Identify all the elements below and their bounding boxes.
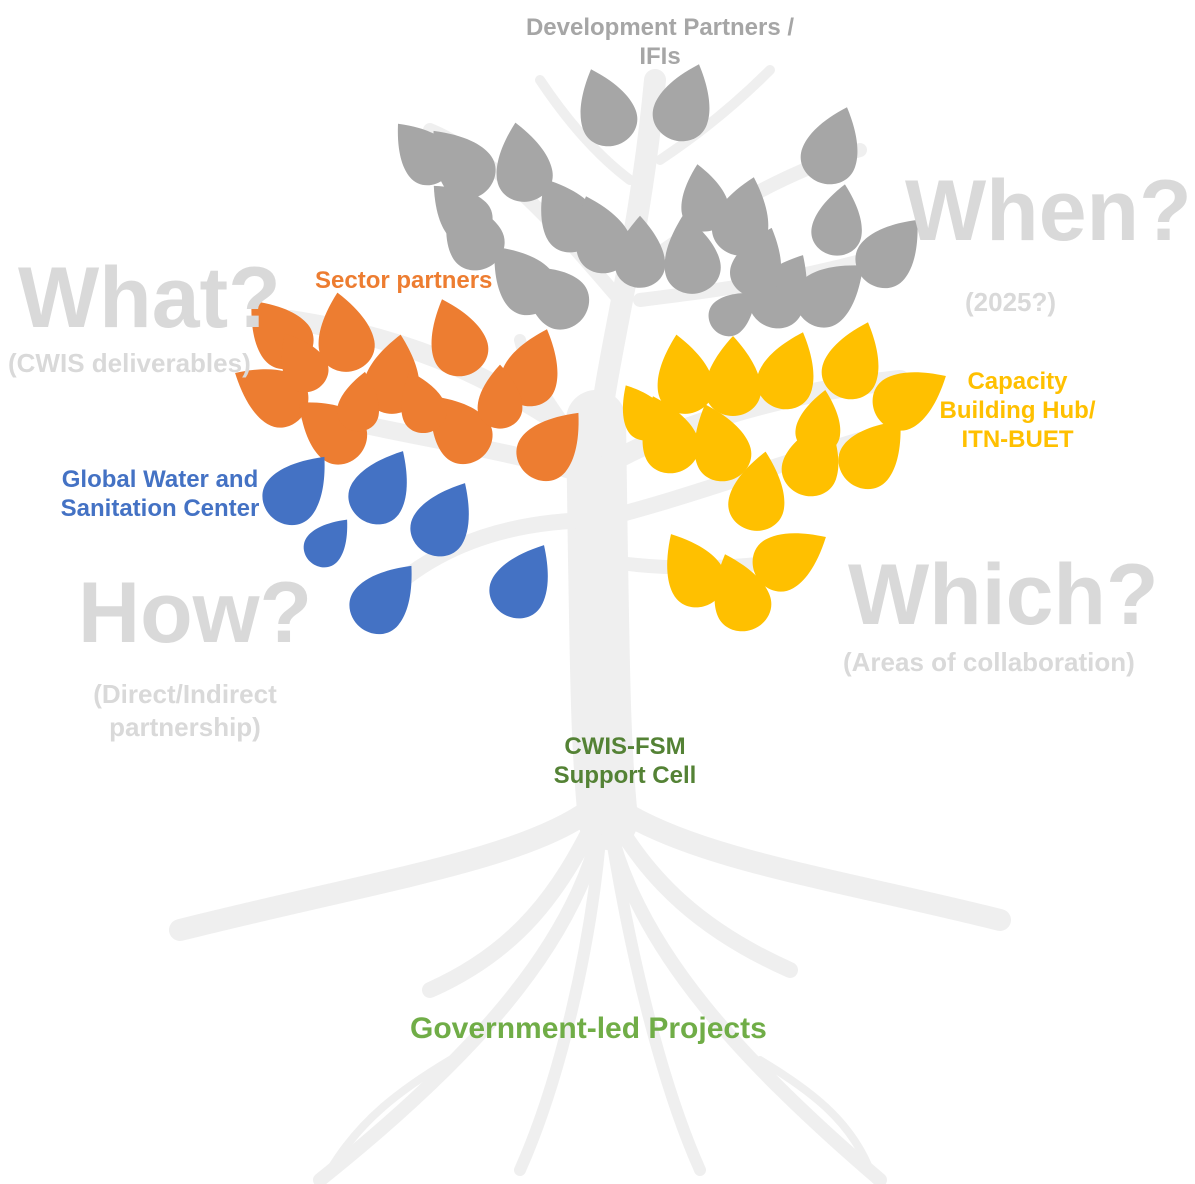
root-right-far: [609, 799, 1011, 931]
development-partners-leaf: [664, 214, 721, 294]
capacity-building-leaf: [714, 554, 772, 632]
question-when-title: When?: [905, 163, 1192, 259]
branch-top-right: [655, 65, 775, 165]
development-partners-leaf: [811, 184, 862, 256]
development-partners-leaves: [397, 64, 918, 337]
capacity-building-label-line-2: Building Hub/: [939, 396, 1096, 424]
tree-roots: [169, 799, 1011, 1184]
capacity-building-leaf: [752, 533, 826, 592]
capacity-building-leaf: [795, 390, 841, 454]
sector-partners-leaf: [318, 292, 375, 372]
question-how-subtitle: (Direct/Indirect partnership): [70, 678, 300, 743]
capacity-building-leaves: [622, 322, 946, 632]
root-left-mid: [422, 812, 603, 998]
root-center-right: [606, 834, 706, 1176]
capacity-building-leaf: [872, 372, 946, 431]
development-partners-leaf: [496, 122, 553, 202]
development-partners-label: Development Partners / IFIs: [500, 14, 820, 72]
global-water-label-line-1: Global Water and: [61, 466, 259, 493]
development-partners-leaf: [580, 69, 638, 147]
global-water-leaf: [303, 519, 348, 568]
development-partners-label-line-1: Development Partners /: [525, 14, 795, 41]
question-which-subtitle: (Areas of collaboration): [843, 647, 1135, 677]
government-label: Government-led Projects: [410, 1012, 767, 1045]
capacity-building-leaf: [622, 385, 667, 441]
question-what-subtitle: (CWIS deliverables): [8, 348, 251, 378]
development-partners-leaf: [855, 219, 918, 289]
root-left-far: [169, 799, 601, 941]
development-partners-leaf: [397, 123, 454, 186]
capacity-building-leaf: [657, 334, 714, 414]
root-center-left: [514, 834, 606, 1176]
sector-partners-leaf: [516, 412, 579, 482]
global-water-leaf: [410, 483, 469, 557]
capacity-building-leaf: [821, 322, 879, 400]
capacity-building-leaf: [667, 534, 726, 608]
sector-partners-leaf: [336, 371, 379, 432]
sector-partners-leaf: [477, 364, 523, 429]
question-which-title: Which?: [848, 547, 1159, 643]
global-water-leaf: [348, 451, 407, 525]
capacity-building-label-line-3: ITN-BUET: [961, 425, 1074, 453]
question-how-subtitle-line-1: (Direct/Indirect: [93, 679, 277, 709]
leaves: [235, 64, 946, 635]
development-partners-leaf: [652, 64, 710, 142]
trunk: [566, 390, 638, 850]
capacity-building-leaf: [694, 404, 752, 482]
question-when-subtitle: (2025?): [965, 287, 1057, 317]
development-partners-leaf: [520, 267, 590, 330]
capacity-building-leaf: [705, 336, 761, 416]
capacity-building-leaf: [756, 332, 814, 410]
question-what-title: What?: [18, 250, 281, 346]
development-partners-leaf: [711, 177, 769, 256]
branch-top-left: [535, 75, 635, 185]
root-left-low: [313, 823, 607, 1184]
question-how-subtitle-line-2: partnership): [109, 711, 261, 742]
global-water-leaf: [489, 545, 548, 619]
development-partners-leaf: [748, 255, 807, 329]
development-partners-leaf: [614, 215, 666, 288]
root-fan-left: [326, 1056, 454, 1174]
sector-partners-leaves: [235, 292, 579, 482]
root-right-mid: [607, 812, 798, 978]
development-partners-leaf: [433, 185, 493, 245]
sector-partners-leaf: [401, 371, 447, 434]
root-fan-right: [756, 1056, 874, 1174]
development-partners-leaf: [794, 265, 864, 328]
capacity-building-label-line-1: Capacity: [967, 368, 1068, 395]
capacity-building-leaf: [838, 420, 901, 490]
support-cell-label-line-2: Support Cell: [553, 761, 697, 789]
root-right-low: [603, 823, 887, 1184]
global-water-leaf: [262, 456, 325, 526]
global-water-leaves: [262, 451, 548, 635]
global-water-label-line-2: Sanitation Center: [60, 494, 260, 522]
sector-partners-label: Sector partners: [315, 267, 493, 294]
support-cell-label-line-1: CWIS-FSM: [564, 733, 686, 760]
sector-partners-leaf: [431, 299, 489, 377]
capacity-building-leaf: [728, 451, 785, 531]
development-partners-leaf: [730, 227, 782, 298]
support-cell-label: CWIS-FSM Support Cell: [530, 733, 720, 791]
capacity-building-label: Capacity Building Hub/ ITN-BUET: [930, 368, 1105, 454]
global-water-leaf: [349, 565, 412, 635]
development-partners-leaf: [800, 107, 858, 185]
sector-partners-leaf: [281, 333, 329, 393]
global-water-label: Global Water and Sanitation Center: [50, 466, 270, 524]
development-partners-label-line-2: IFIs: [639, 42, 681, 70]
question-how-title: How?: [78, 565, 313, 661]
development-partners-leaf: [708, 292, 757, 337]
